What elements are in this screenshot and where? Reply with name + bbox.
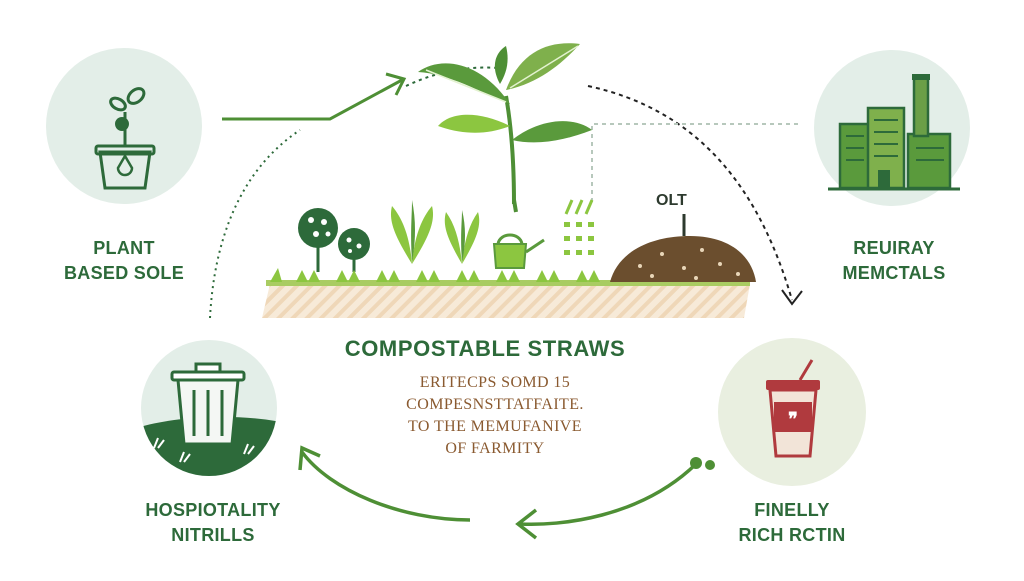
arrow-to-hospitality [298,445,471,522]
dashed-arrow-right [587,85,803,306]
arrow-sole-to-plant [222,72,407,121]
regulatory-materials-line2: MEMCTALS [842,263,946,283]
finelly-rich-rctin-node: ❞ [718,338,866,486]
plant-based-sole-line1: PLANT [93,238,155,258]
description-line-1: ERITECPS SOMD 15 [419,374,571,391]
hospitality-nitrills-label: HOSPIOTALITY NITRILLS [118,498,308,548]
plant-pot-icon [94,87,156,190]
regulatory-materials-label: REUIRAY MEMCTALS [812,236,976,286]
rain-drops-icon [564,199,594,255]
hospitality-nitrills-line2: NITRILLS [171,525,255,545]
watering-can-icon [492,233,545,269]
finelly-rich-rctin-label: FINELLY RICH RCTIN [710,498,874,548]
factory-icon [828,74,960,191]
hospitality-nitrills-node [141,340,277,476]
round-trees-icon [298,208,370,272]
finelly-rich-rctin-line1: FINELLY [754,500,830,520]
regulatory-materials-line1: REUIRAY [853,238,935,258]
arrow-cup-to-hospitality [515,457,715,540]
regulatory-materials-node [814,50,970,206]
plant-based-sole-node [46,48,202,204]
description-line-2: COMPESNSTTATFAITE. [406,396,584,413]
compost-pile-icon [610,214,756,282]
diagram-title: COMPOSTABLE STRAWS [344,336,626,361]
seedling-sprout-icon [418,43,592,213]
description-line-3: TO THE MEMUFANIVE [408,418,582,435]
soil-ground [262,280,750,318]
compost-label: OLT [656,192,687,209]
grass-tufts [270,268,600,282]
plant-based-sole-line2: BASED SOLE [63,263,185,283]
hospitality-nitrills-line1: HOSPIOTALITY [145,500,281,520]
light-dashed-guide [591,123,800,202]
trash-bin-icon [170,362,246,446]
diagram-description: ERITECPS SOMD 15 COMPESNSTTATFAITE. TO T… [330,372,660,460]
description-line-4: OF FARMITY [445,440,545,457]
coffee-cup-icon: ❞ [766,359,820,458]
svg-text:❞: ❞ [788,409,798,429]
grass-sprouts-icon [153,437,255,463]
leafy-plants-icon [390,200,480,264]
plant-based-sole-label: PLANT BASED SOLE [46,236,202,286]
finelly-rich-rctin-line2: RICH RCTIN [738,525,846,545]
